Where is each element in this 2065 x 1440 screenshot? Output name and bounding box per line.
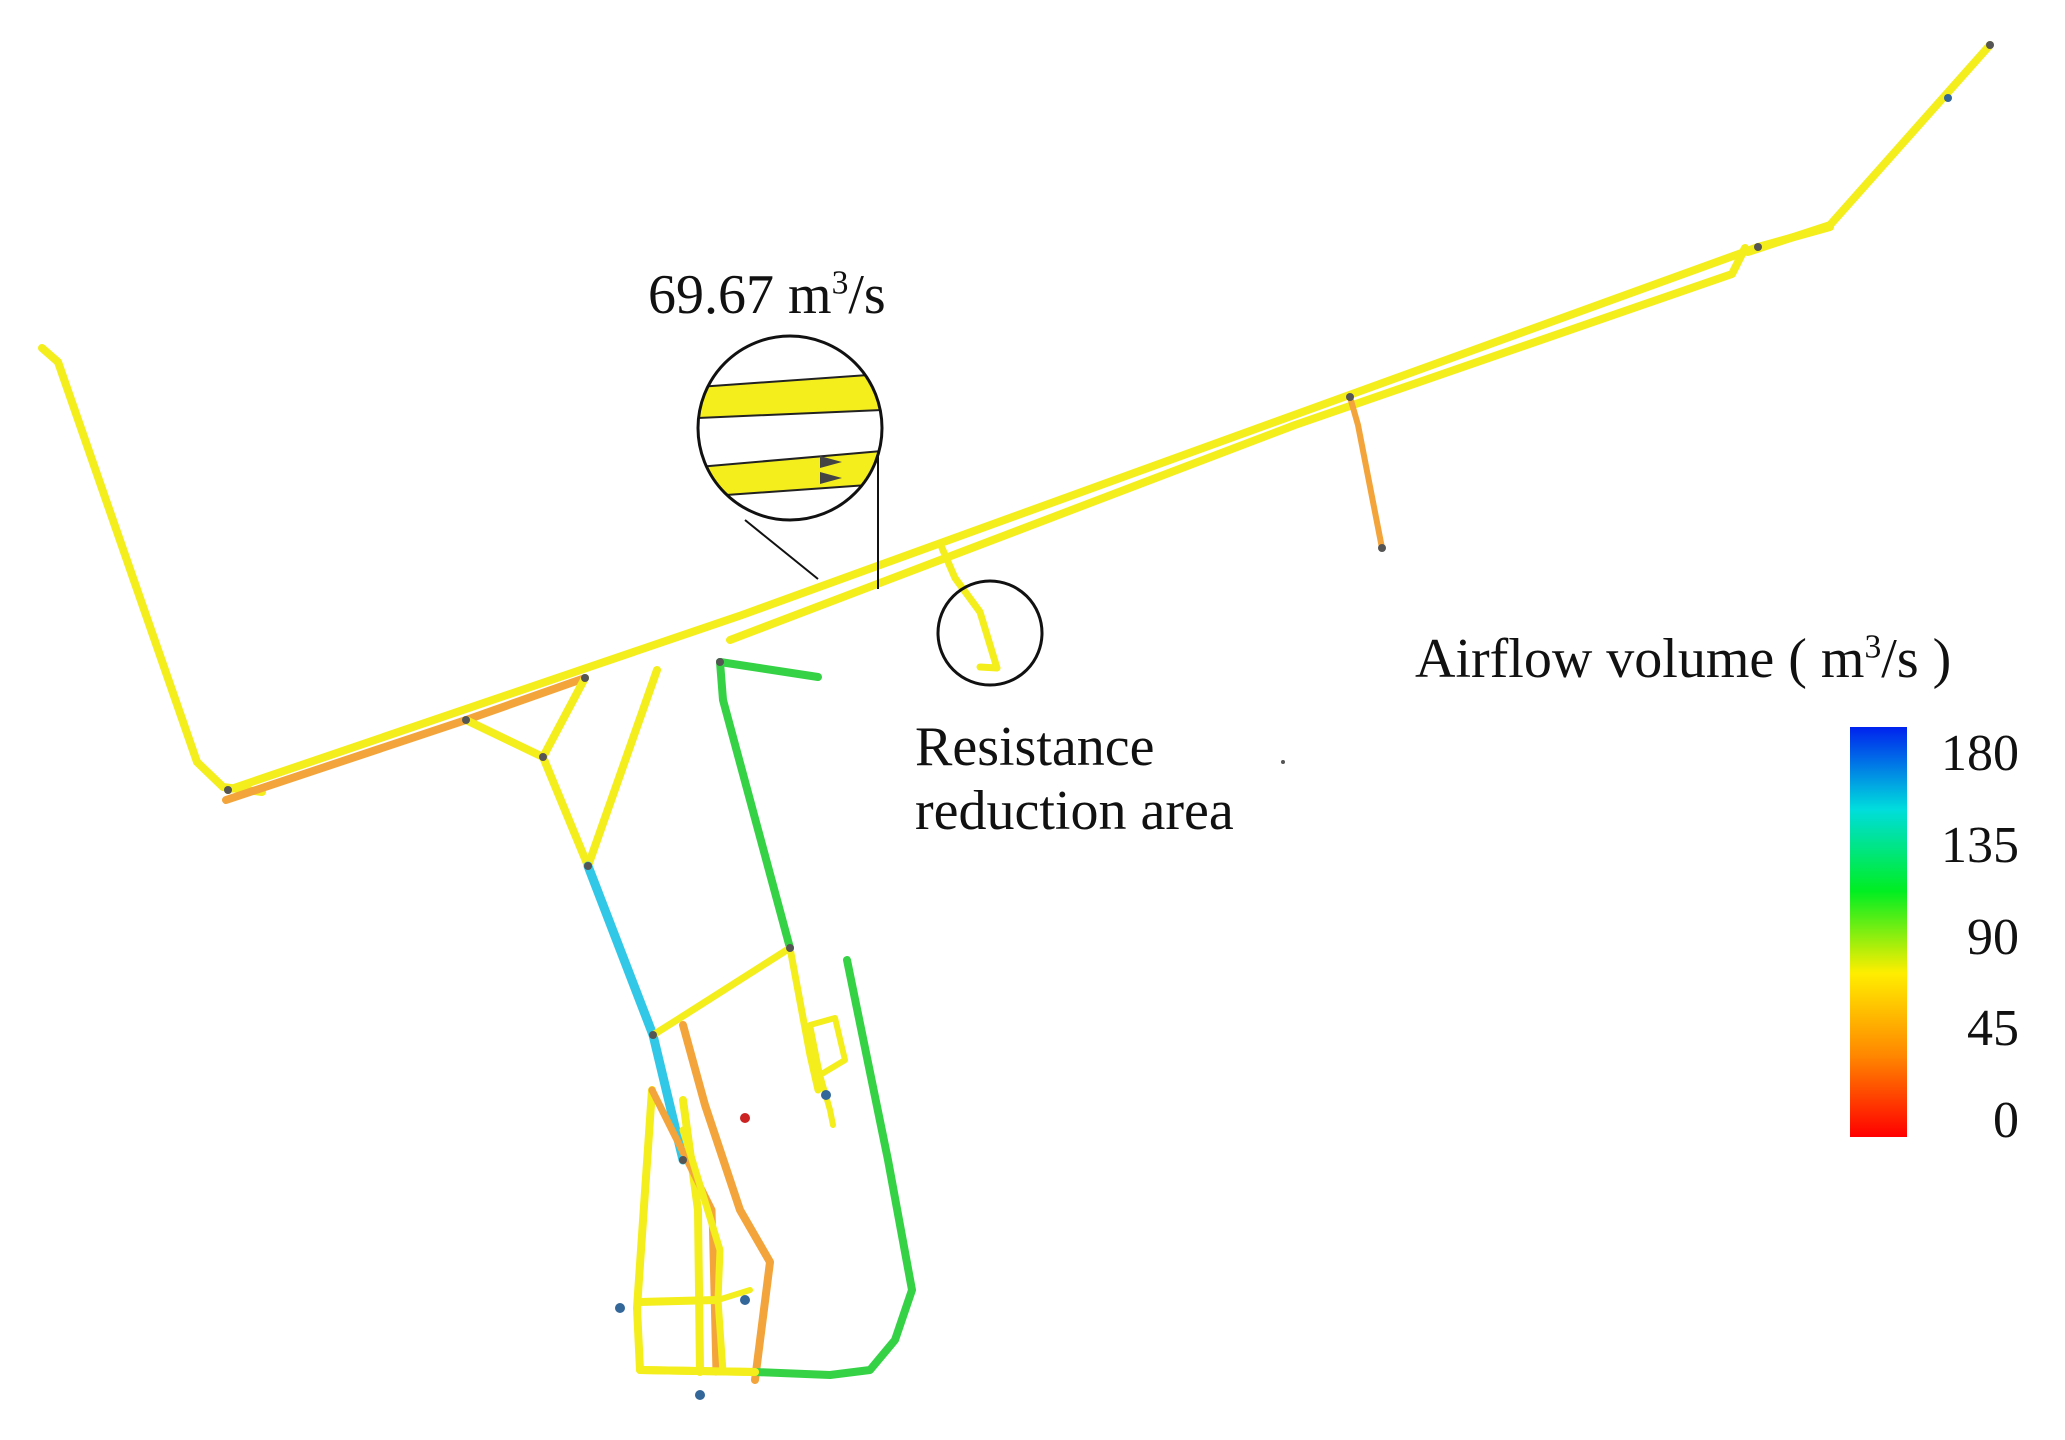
legend-tick-45: 45: [1967, 1000, 2019, 1057]
duct-main-trunk-lower: [726, 244, 1749, 644]
duct-lower-center: [648, 1086, 720, 1376]
resistance-reduction-label: Resistance reduction area: [915, 715, 1234, 844]
duct-orange-lower: [679, 1021, 774, 1384]
legend-tick-180: 180: [1941, 725, 2019, 782]
duct-northeast-return: [1744, 41, 1994, 256]
duct-small-loop-tail: [817, 1072, 836, 1128]
duct-lower-right: [679, 1126, 727, 1376]
duct-green-down: [716, 658, 794, 952]
resistance-reduction-circle: [936, 579, 1044, 687]
duct-green-lower: [751, 956, 916, 1379]
duct-network: [38, 41, 1994, 1384]
duct-resistance-branch: [938, 544, 1001, 672]
duct-west-shaft: [38, 344, 266, 796]
callout-magnifier: [696, 334, 884, 589]
duct-lower-bottom: [636, 1366, 759, 1376]
legend-tick-135: 135: [1941, 817, 2019, 874]
legend-tick-0: 0: [1993, 1092, 2019, 1149]
magnifier-circle: [696, 334, 884, 522]
duct-west-down: [539, 666, 661, 870]
duct-lower-crossbar: [636, 1296, 720, 1306]
network-nodes: [224, 41, 1994, 1400]
duct-west-orange: [222, 674, 589, 804]
resistance-label-line1: Resistance: [915, 716, 1155, 778]
resistance-label-line2: reduction area: [915, 780, 1234, 843]
duct-green-to-loop: [786, 944, 822, 1094]
legend-color-scale: [1850, 727, 1907, 1137]
legend-tick-90: 90: [1967, 909, 2019, 966]
duct-main-trunk-upper: [224, 223, 1834, 794]
duct-link-mid: [649, 944, 794, 1039]
duct-green-top: [716, 658, 822, 681]
duct-lower-short: [715, 1287, 753, 1303]
callout-airflow-value: 69.67 m3/s: [648, 264, 886, 326]
duct-small-loop: [807, 1015, 848, 1078]
duct-east-branch: [1347, 394, 1385, 551]
legend-title: Airflow volume ( m3/s ): [1415, 628, 1952, 690]
